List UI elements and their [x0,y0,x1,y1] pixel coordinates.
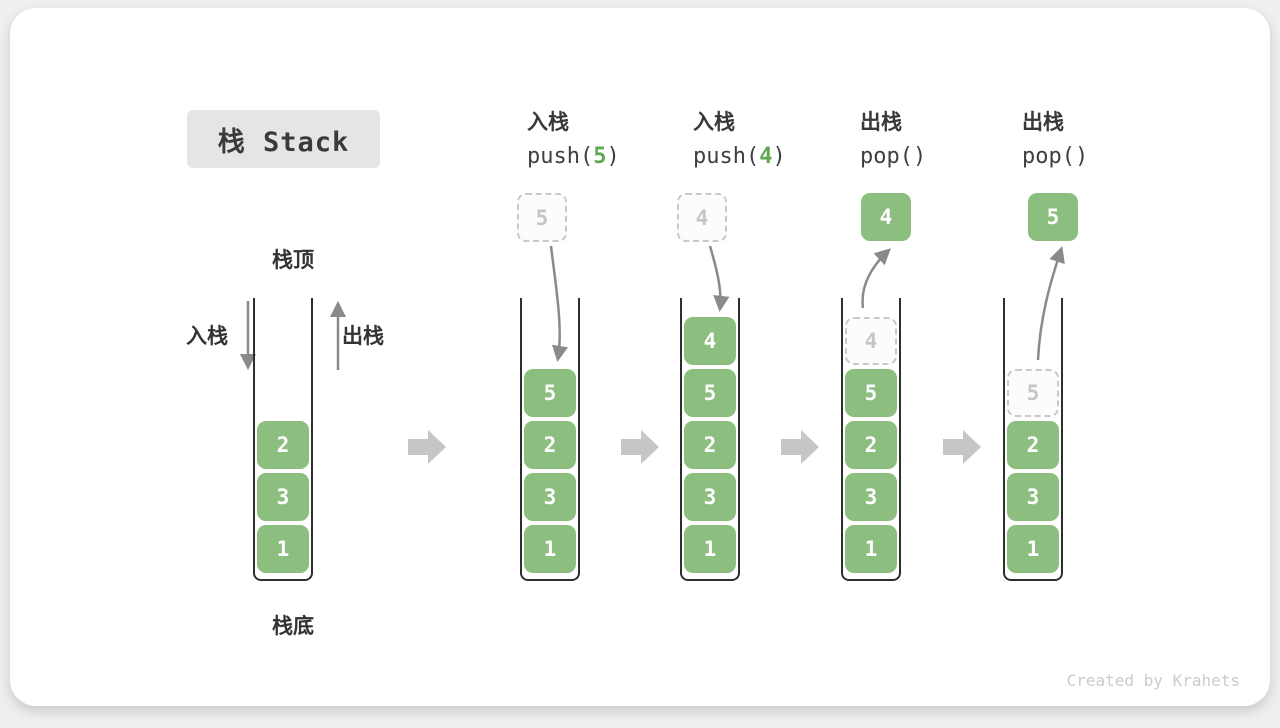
code-close: ) [1074,144,1089,169]
stack-block: 1 [524,525,576,573]
stack-vessel-initial [253,298,313,581]
stack-block: 5 [524,369,576,417]
code-arg: 5 [593,144,607,169]
flow-arrow-icon [781,430,819,464]
diagram-card: 栈 Stack 入栈 push(5) 入栈 push(4) 出栈 pop() 出… [10,8,1270,706]
step-op-text: 出栈 [860,110,902,134]
stack-vessel-after-pop5 [1003,298,1063,581]
code-close: ) [912,144,927,169]
stack-block: 2 [257,421,309,469]
stack-block: 3 [524,473,576,521]
popped-value-box: 5 [1028,193,1078,241]
step-code-text: push(5) [527,144,620,169]
stack-block: 2 [1007,421,1059,469]
stack-block: 2 [684,421,736,469]
step-label-pop1: 出栈 pop() [860,106,926,169]
stack-vessel-after-push4 [680,298,740,581]
stack-vessel-after-push5 [520,298,580,581]
stack-block: 1 [1007,525,1059,573]
stack-block: 1 [257,525,309,573]
incoming-value-box: 5 [517,193,567,242]
stack-block: 2 [845,421,897,469]
watermark: Created by Krahets [1066,671,1240,690]
stack-block: 5 [684,369,736,417]
step-op-text: 出栈 [1022,110,1064,134]
step-code-text: pop() [1022,144,1088,169]
step-op-text: 入栈 [693,110,735,134]
step-label-push5: 入栈 push(5) [527,106,620,169]
flow-arrow-icon [408,430,446,464]
stack-block: 3 [845,473,897,521]
removed-value-ghost: 4 [845,317,897,365]
code-close: ) [772,144,786,169]
pop-side-label: 出栈 [342,324,384,348]
code-fn: push( [527,144,594,169]
incoming-value-box: 4 [677,193,727,242]
flow-arrow-icon [943,430,981,464]
stack-block: 1 [684,525,736,573]
stack-block: 1 [845,525,897,573]
popped-value-box: 4 [861,193,911,241]
code-fn: pop( [1022,144,1075,169]
code-close: ) [606,144,620,169]
step-code-text: push(4) [693,144,786,169]
removed-value-ghost: 5 [1007,369,1059,417]
push-side-label: 入栈 [186,324,228,348]
step-op-text: 入栈 [527,110,569,134]
stack-bottom-label: 栈底 [272,614,314,638]
stack-block: 4 [684,317,736,365]
stack-block: 3 [257,473,309,521]
title-badge: 栈 Stack [187,110,380,168]
code-fn: pop( [860,144,913,169]
stack-block: 5 [845,369,897,417]
step-code-text: pop() [860,144,926,169]
code-fn: push( [693,144,760,169]
flow-arrow-icon [621,430,659,464]
stack-vessel-after-pop4 [841,298,901,581]
stack-top-label: 栈顶 [272,248,314,272]
page-title: 栈 Stack [217,126,350,158]
stack-block: 3 [1007,473,1059,521]
stack-block: 2 [524,421,576,469]
stack-block: 3 [684,473,736,521]
step-label-pop2: 出栈 pop() [1022,106,1088,169]
code-arg: 4 [759,144,773,169]
step-label-push4: 入栈 push(4) [693,106,786,169]
